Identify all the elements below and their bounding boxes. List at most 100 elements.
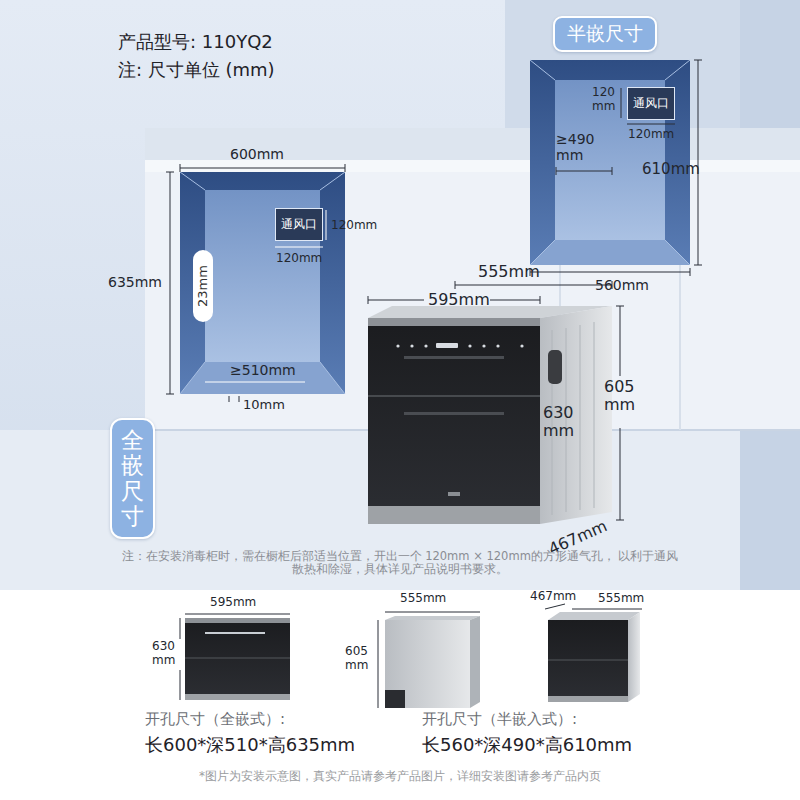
dimension-label: 120mm [331,219,377,233]
art-rect [0,590,800,800]
dimension-label: 长600*深510*高635mm [145,735,355,756]
dimension-label: 120mm [628,128,674,142]
art-rect [448,492,460,496]
art-line [166,172,174,173]
dimension-label: 605 mm [345,645,373,673]
art-rect [548,350,562,384]
dimension-label: 120mm [276,252,322,266]
art-rect [404,356,504,359]
dimension-label: 23mm [196,265,211,307]
art-line [621,88,622,118]
dimension-label: 467mm [530,590,576,604]
art-line [180,172,205,190]
dimension-label: ≥510mm [230,362,296,378]
art-polygon [530,240,690,265]
art-line [530,240,555,265]
dimension-label: 10mm [243,398,285,413]
art-polygon [470,616,480,708]
art-line [345,164,346,172]
art-circle [410,344,413,347]
dimension-label: 635mm [108,274,162,290]
art-line [665,60,690,80]
art-line [572,609,642,610]
art-line [180,618,181,639]
dimension-label: 555mm [598,592,644,606]
art-line [694,265,702,266]
art-line [455,285,612,286]
art-line [368,296,369,304]
art-line [170,172,171,394]
vent-box: 通风口 [627,87,675,120]
dimension-label: 630 mm [152,640,178,668]
art-g [180,604,642,708]
art-rect [385,690,405,708]
art-circle [496,344,499,347]
art-rect [436,343,458,348]
art-line [594,322,595,508]
dimension-label: 开孔尺寸（全嵌式）: [145,711,285,728]
dimension-label: 长560*深490*高610mm [422,735,632,756]
art-rect [368,318,540,524]
dimension-label: 610mm [642,161,700,178]
art-line [378,620,379,708]
art-line [545,604,565,609]
art-line [368,395,540,397]
full-embed-cavity [180,172,345,394]
art-polygon [385,616,480,620]
dimension-label: 开孔尺寸（半嵌入式）: [422,711,577,728]
art-line [556,167,557,175]
bottom-panel [0,590,800,800]
dimension-label: 555mm [478,263,540,281]
section-badge: 全嵌尺寸 [110,418,155,539]
art-line [185,614,290,615]
art-circle [520,344,523,347]
art-line [580,325,581,510]
art-line [530,272,690,273]
art-line [620,428,621,520]
art-rect [185,618,290,700]
art-rect [548,620,628,702]
section-badge: 半嵌尺寸 [553,16,657,52]
art-line [320,362,345,394]
dimension-label: 600mm [230,146,284,162]
dimension-label: 注: 尺寸单位 (mm) [118,60,275,81]
art-line [548,660,628,661]
art-circle [482,344,485,347]
art-line [455,281,456,289]
art-line [627,124,675,125]
dimension-label: 120 mm [592,86,618,114]
art-line [180,164,181,172]
dimension-label: 注：在安装消毒柜时，需在橱柜后部适当位置，开出一个 120mm × 120mm的… [120,550,680,576]
art-line [185,658,290,659]
art-line [229,396,230,402]
art-line [275,247,323,248]
art-line [180,168,345,169]
art-rect [368,506,540,524]
art-rect [145,128,800,162]
dimension-label: 555mm [400,592,446,606]
art-rect [548,696,628,702]
art-line [612,167,613,175]
art-rect [368,318,540,326]
art-polygon [628,612,640,702]
art-line [540,296,541,304]
art-line [690,268,691,276]
disinfection-cabinet [368,306,612,524]
dimension-label: *图片为安装示意图，真实产品请参考产品图片，详细安装图请参考产品内页 [100,770,700,784]
art-line [320,172,345,190]
art-g [180,172,345,394]
art-circle [396,344,399,347]
art-rect [185,694,290,700]
art-line [180,670,181,700]
art-line [490,300,540,301]
vent-box: 通风口 [275,208,323,241]
dimension-label: 560mm [595,277,649,293]
art-polygon [540,306,612,524]
art-rect [185,618,290,623]
art-line [665,240,690,265]
art-line [620,306,621,376]
node-text: 半嵌尺寸 [567,21,643,47]
art-rect [404,412,504,415]
